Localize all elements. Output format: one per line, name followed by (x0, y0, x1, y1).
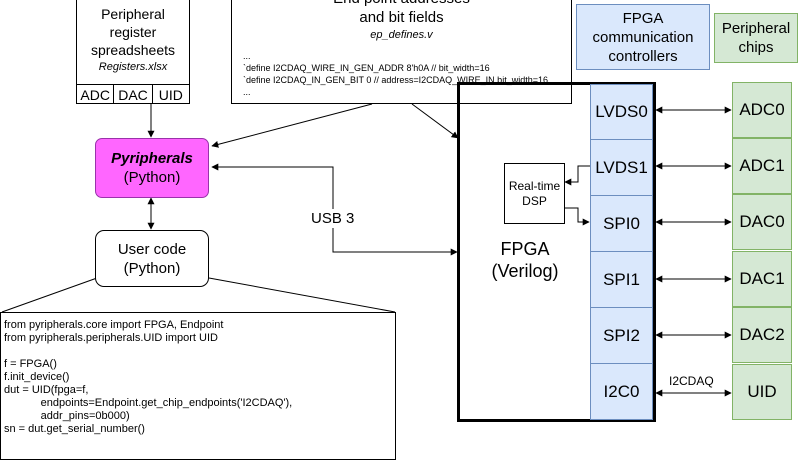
code-line: endpoints=Endpoint.get_chip_endpoints('I… (4, 397, 293, 409)
fpga-lang: (Verilog) (491, 261, 559, 281)
sheet-tab-adc[interactable]: ADC (77, 85, 115, 104)
controller-spi1: SPI1 (590, 251, 653, 308)
fpga-comm-header: FPGA communication controllers (576, 4, 710, 70)
arrow-defines-to-fpga (411, 103, 459, 139)
spreadsheets-file: Registers.xlsx (98, 61, 168, 73)
controller-label: SPI0 (603, 213, 640, 233)
pyripherals-box: Pyripherals (Python) (95, 138, 209, 198)
ep-defines-file: ep_defines.v (370, 29, 433, 41)
fpga-comm-line-3: controllers (608, 47, 678, 65)
chip-uid: UID (732, 364, 792, 420)
code-line: from pyripherals.peripherals.UID import … (4, 332, 218, 344)
user-code-name: User code (117, 240, 187, 258)
chip-label: ADC1 (739, 156, 785, 175)
chip-dac2: DAC2 (732, 307, 792, 363)
ep-defines-title-2: and bit fields (359, 9, 444, 26)
chip-label: DAC2 (739, 325, 785, 344)
dsp-line-1: Real-time (508, 178, 561, 193)
chip-dac0: DAC0 (732, 194, 792, 250)
pyripherals-name: Pyripherals (111, 150, 193, 167)
user-code-lang: (Python) (123, 259, 181, 277)
i2c-bus-label: I2CDAQ (669, 374, 714, 388)
controller-i2c0: I2C0 (590, 363, 653, 420)
peripheral-chips-line-1: Peripheral (721, 20, 791, 37)
ep-defines-title-1: End point addresses (333, 0, 470, 8)
arrow-dsp-to-spi0 (565, 207, 590, 226)
controller-spi2: SPI2 (590, 307, 653, 364)
code-line: dut = UID(fpga=f, (4, 384, 89, 396)
code-line: addr_pins=0b000) (4, 410, 130, 422)
code-line: from pyripherals.core import FPGA, Endpo… (4, 319, 224, 331)
controller-label: SPI2 (603, 325, 640, 345)
chip-label: DAC0 (739, 212, 785, 231)
controller-lvds1: LVDS1 (590, 139, 653, 196)
code-sample-box: from pyripherals.core import FPGA, Endpo… (0, 312, 396, 460)
code-callout-wedge-right (208, 277, 396, 313)
controller-label: LVDS0 (595, 102, 648, 121)
controller-label: SPI1 (603, 269, 640, 289)
ep-defines-code-line: `define I2CDAQ_WIRE_IN_GEN_ADDR 8'h0A //… (243, 63, 490, 73)
dsp-line-2: DSP (522, 193, 547, 208)
peripheral-chips-line-2: chips (738, 39, 774, 56)
chip-label: ADC0 (739, 100, 785, 119)
code-line: f = FPGA() (4, 358, 57, 370)
fpga-comm-line-1: FPGA (622, 9, 664, 27)
arrow-lvds1-to-dsp (564, 165, 590, 186)
arrow-defines-to-pyripherals (211, 103, 373, 148)
sheet-tab-dac[interactable]: DAC (114, 85, 153, 104)
controller-label: I2C0 (603, 381, 640, 401)
dsp-box: Real-time DSP (504, 163, 565, 224)
sheet-tabs: ADC DAC UID (77, 84, 189, 104)
fpga-block (457, 82, 656, 422)
controller-lvds0: LVDS0 (590, 84, 653, 140)
spreadsheets-title-1: Peripheral register (101, 6, 165, 40)
chip-adc1: ADC1 (732, 138, 792, 194)
fpga-comm-line-2: communication (592, 28, 694, 46)
peripheral-chips-header: Peripheral chips (714, 13, 798, 63)
code-line (4, 345, 395, 358)
controller-spi0: SPI0 (590, 195, 653, 252)
controller-label: LVDS1 (595, 157, 648, 177)
ep-defines-box: End point addresses and bit fields ep_de… (231, 0, 572, 104)
code-callout-wedge (1, 277, 98, 313)
spreadsheets-title-2: spreadsheets (90, 42, 176, 58)
spreadsheets-box: Peripheral register spreadsheets Registe… (76, 0, 190, 104)
ep-defines-code-line: `define I2CDAQ_IN_GEN_BIT 0 // address=I… (243, 75, 548, 85)
ep-defines-code: ... `define I2CDAQ_WIRE_IN_GEN_ADDR 8'h0… (243, 50, 569, 98)
code-line: f.init_device() (4, 371, 70, 383)
chip-dac1: DAC1 (732, 251, 792, 307)
user-code-box: User code (Python) (95, 230, 209, 287)
sheet-tab-uid[interactable]: UID (158, 86, 183, 103)
fpga-label: FPGA (Verilog) (470, 238, 580, 282)
chip-adc0: ADC0 (732, 82, 792, 138)
fpga-name: FPGA (500, 239, 550, 259)
chip-label: DAC1 (739, 269, 785, 288)
code-line: sn = dut.get_serial_number() (4, 423, 145, 435)
chip-label: UID (747, 382, 777, 401)
pyripherals-lang: (Python) (123, 169, 181, 186)
usb-label: USB 3 (309, 209, 357, 228)
ep-defines-code-line: ... (243, 87, 251, 97)
ep-defines-code-line: ... (243, 51, 251, 61)
